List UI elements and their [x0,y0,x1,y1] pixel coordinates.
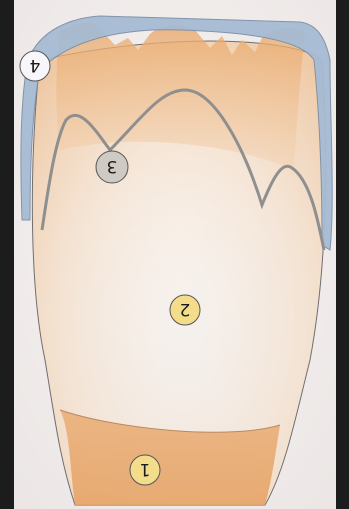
marker-2: 2 [170,295,200,325]
marker-4-label: 4 [30,55,41,75]
marker-3-label: 3 [107,156,118,176]
marker-2-label: 2 [180,299,191,319]
marker-1-label: 1 [140,459,151,479]
marker-3: 3 [96,151,128,183]
marker-1: 1 [130,455,160,485]
marker-4: 4 [20,51,50,81]
